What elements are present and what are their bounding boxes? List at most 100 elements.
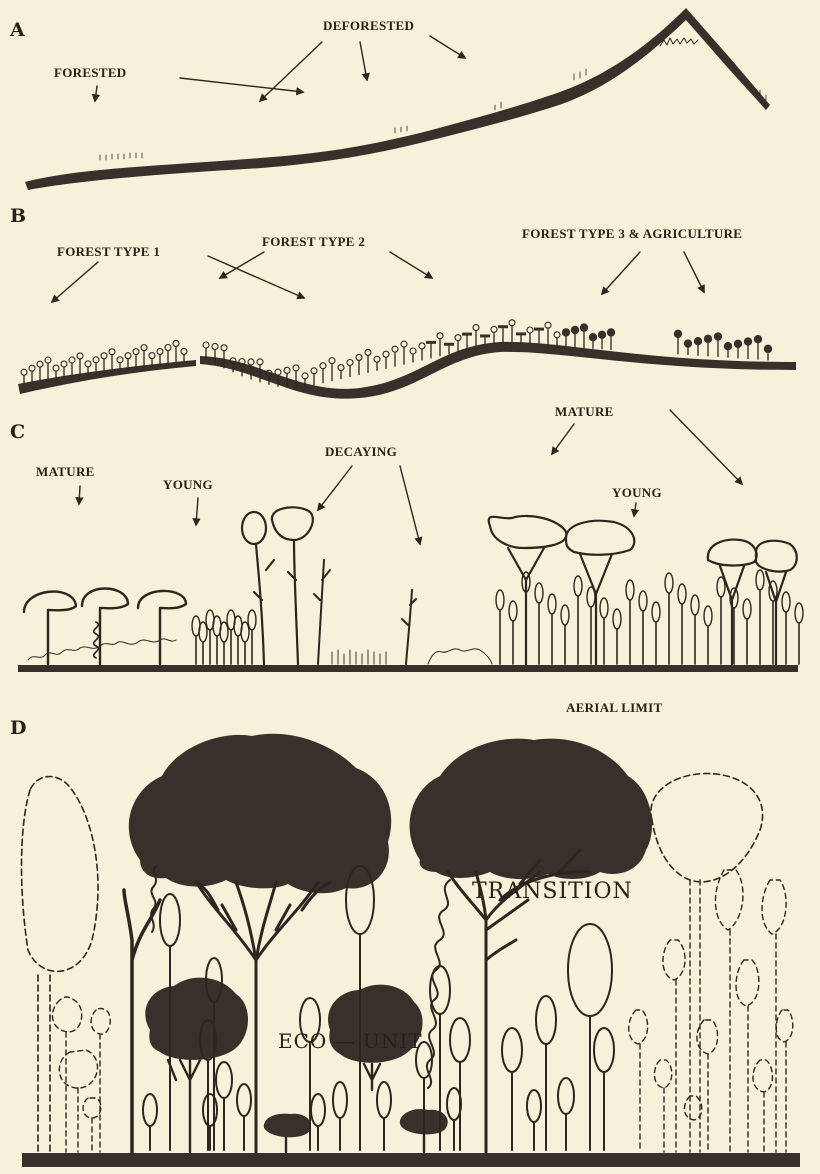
- b-tree-round-crown: [724, 342, 732, 350]
- b-tree-open-crown: [554, 332, 560, 338]
- b-tree-open-crown: [141, 345, 147, 351]
- b-tree-open-crown: [37, 361, 43, 367]
- d-sapling-crown: [527, 1090, 541, 1122]
- c-sapling-crown: [743, 599, 751, 619]
- label-mature-left: MATURE: [36, 464, 95, 479]
- b-tree-open-crown: [125, 353, 131, 359]
- b-tree-open-crown: [437, 333, 443, 339]
- b-tree-round-crown: [571, 326, 579, 334]
- b-tree-open-crown: [45, 357, 51, 363]
- b-tree-open-crown: [77, 353, 83, 359]
- d-sapling-crown: [237, 1084, 251, 1116]
- c-sapling-crown: [496, 590, 504, 610]
- b-tree-open-crown: [101, 353, 107, 359]
- b-tree-open-crown: [320, 363, 326, 369]
- label-forested: FORESTED: [54, 65, 126, 80]
- b-tree-open-crown: [85, 361, 91, 367]
- panel-d-canopy-tree-right: [410, 739, 652, 1152]
- panel-d: D: [10, 717, 800, 1167]
- b-tree-open-crown: [69, 357, 75, 363]
- c-sapling-crown: [548, 594, 556, 614]
- panel-b-letter: B: [10, 205, 26, 227]
- panel-a: A FORESTED DEFORESTED: [9, 8, 770, 190]
- panel-a-letter: A: [9, 19, 25, 41]
- panel-d-understory-dark-trees: [145, 978, 447, 1152]
- panel-d-dashed-trees-right: [629, 773, 793, 1152]
- d-sapling-crown: [450, 1018, 470, 1062]
- c-sapling-crown: [626, 580, 634, 600]
- b-tree-flat-crown: [426, 341, 436, 344]
- b-tree-open-crown: [374, 356, 380, 362]
- label-deforested: DEFORESTED: [323, 18, 414, 33]
- b-tree-round-crown: [754, 335, 762, 343]
- c-sapling-crown: [241, 622, 249, 642]
- d-sapling-crown: [333, 1082, 347, 1118]
- label-forest-type-2: FOREST TYPE 2: [262, 234, 365, 249]
- panel-c-letter: C: [10, 421, 25, 443]
- label-eco-unit: ECO — UNIT: [278, 1029, 423, 1053]
- b-tree-open-crown: [53, 365, 59, 371]
- label-forest-type-3: FOREST TYPE 3 & AGRICULTURE: [522, 226, 742, 241]
- c-sapling-crown: [678, 584, 686, 604]
- b-tree-open-crown: [329, 358, 335, 364]
- c-sapling-crown: [756, 570, 764, 590]
- label-young-left: YOUNG: [163, 477, 213, 492]
- b-tree-round-crown: [714, 332, 722, 340]
- b-tree-open-crown: [509, 320, 515, 326]
- c-sapling-crown: [691, 595, 699, 615]
- d-sapling-crown: [536, 996, 556, 1044]
- panel-b: B FOREST TYPE 1 FOREST TYPE 2 FOREST TYP…: [10, 205, 796, 399]
- b-tree-open-crown: [109, 349, 115, 355]
- label-decaying: DECAYING: [325, 444, 397, 459]
- panel-a-grass-ticks: [100, 69, 766, 160]
- c-sapling-crown: [509, 601, 517, 621]
- b-tree-round-crown: [674, 330, 682, 338]
- panel-b-trees: [21, 320, 772, 388]
- b-tree-flat-crown: [498, 325, 508, 328]
- panel-a-arrows: [95, 36, 465, 101]
- d-sapling-crown: [430, 966, 450, 1014]
- b-tree-flat-crown: [516, 332, 526, 335]
- b-tree-open-crown: [133, 349, 139, 355]
- b-tree-open-crown: [212, 343, 218, 349]
- b-tree-open-crown: [527, 327, 533, 333]
- b-tree-open-crown: [61, 361, 67, 367]
- b-tree-open-crown: [181, 348, 187, 354]
- b-tree-open-crown: [383, 351, 389, 357]
- panel-a-terrain: [25, 8, 770, 190]
- b-tree-round-crown: [607, 328, 615, 336]
- panel-d-dashed-trees-left: [22, 777, 111, 1153]
- b-tree-round-crown: [704, 335, 712, 343]
- b-tree-open-crown: [356, 354, 362, 360]
- b-tree-open-crown: [117, 357, 123, 363]
- b-tree-round-crown: [562, 328, 570, 336]
- b-tree-open-crown: [338, 365, 344, 371]
- b-tree-round-crown: [744, 337, 752, 345]
- c-sapling-crown: [639, 591, 647, 611]
- b-tree-open-crown: [29, 365, 35, 371]
- c-sapling-crown: [652, 602, 660, 622]
- b-tree-open-crown: [203, 342, 209, 348]
- panel-c-ground-line: [18, 665, 798, 672]
- b-tree-open-crown: [419, 343, 425, 349]
- b-tree-open-crown: [157, 349, 163, 355]
- panel-d-ground-line: [22, 1153, 800, 1167]
- d-sapling-crown: [160, 894, 180, 946]
- panel-c-decaying-trees: [242, 507, 492, 664]
- b-tree-open-crown: [401, 341, 407, 347]
- b-tree-open-crown: [149, 353, 155, 359]
- c-sapling-crown: [795, 603, 803, 623]
- b-tree-open-crown: [275, 369, 281, 375]
- c-sapling-crown: [665, 573, 673, 593]
- label-transition: TRANSITION: [472, 879, 633, 904]
- c-sapling-crown: [220, 622, 228, 642]
- b-tree-open-crown: [21, 369, 27, 375]
- c-sapling-crown: [574, 576, 582, 596]
- b-tree-open-crown: [410, 348, 416, 354]
- b-tree-round-crown: [684, 339, 692, 347]
- c-sapling-crown: [782, 592, 790, 612]
- panel-a-summit-shrubs: [660, 38, 698, 46]
- b-tree-flat-crown: [462, 333, 472, 336]
- label-young-right: YOUNG: [612, 485, 662, 500]
- d-sapling-crown: [377, 1082, 391, 1118]
